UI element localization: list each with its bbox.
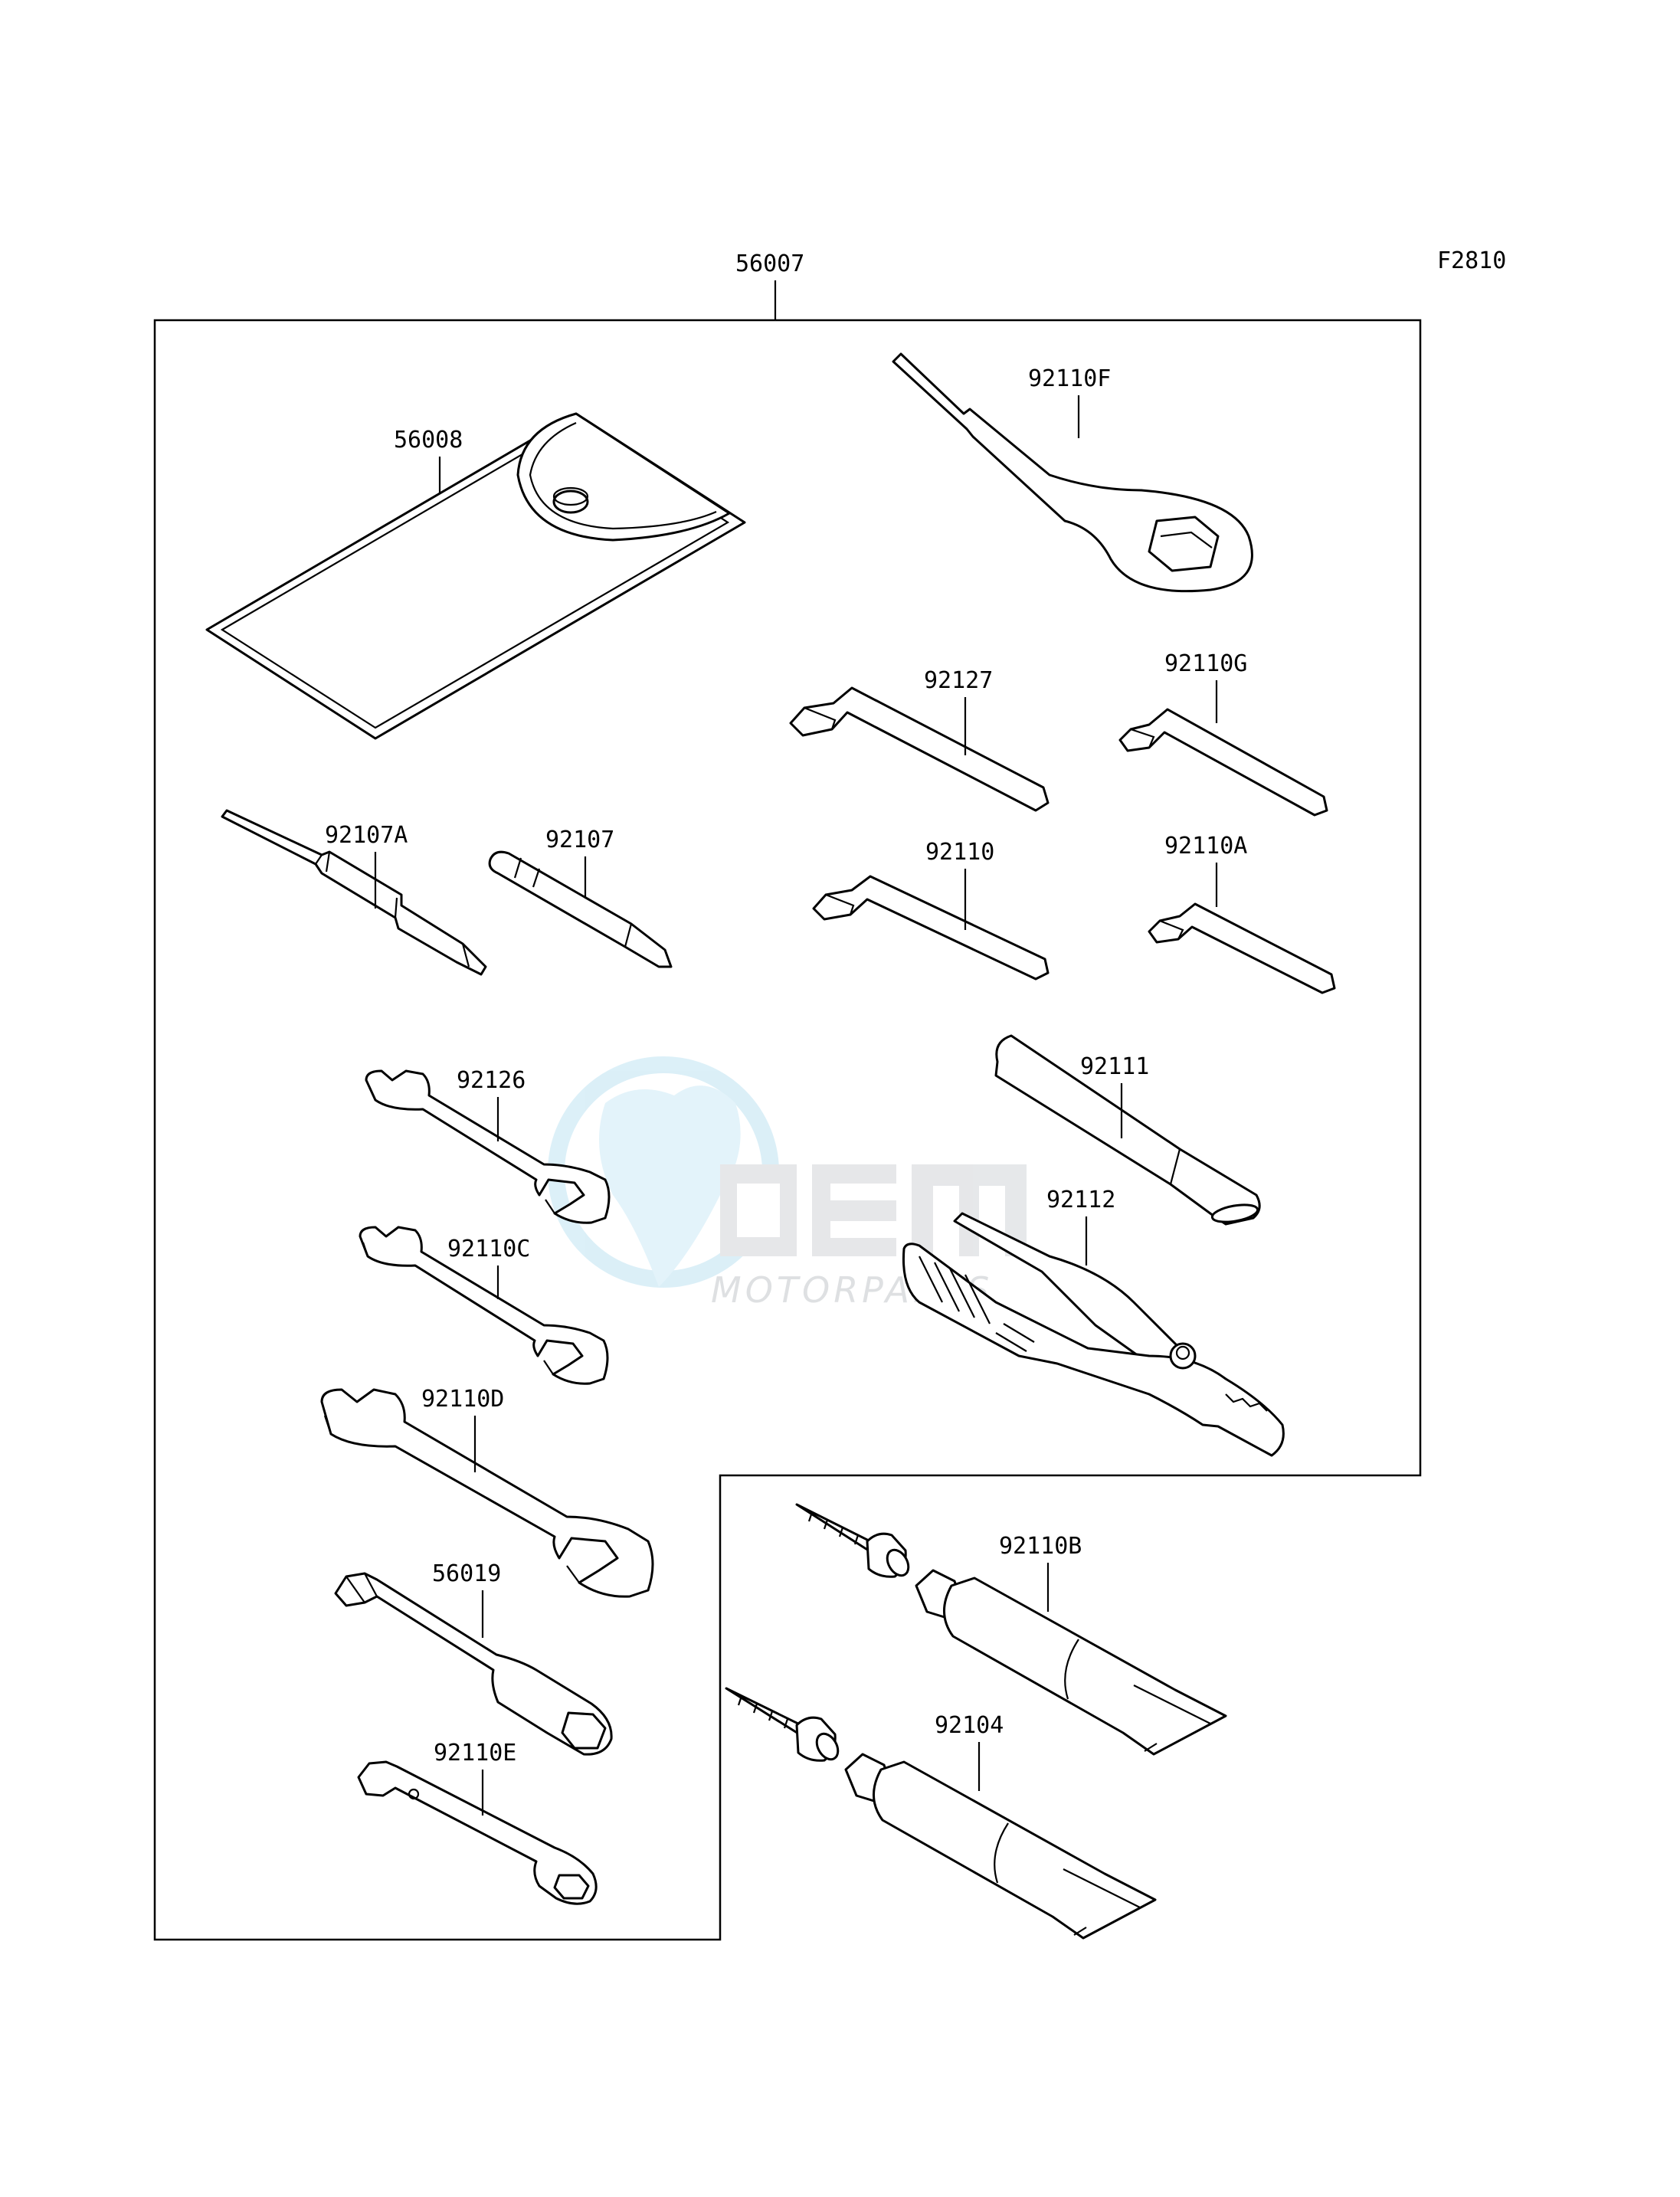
part-92110A-hex-key [1148, 902, 1336, 994]
label-92112: 92112 [1046, 1187, 1115, 1213]
label-92111: 92111 [1080, 1053, 1149, 1080]
label-92107A: 92107A [325, 822, 408, 849]
part-92126-open-wrench [365, 1069, 611, 1224]
part-56019-grease-tube [795, 1503, 1227, 1756]
part-92107-screwdriver-bit [488, 850, 673, 968]
label-92107: 92107 [545, 827, 614, 853]
label-92110D: 92110D [421, 1386, 504, 1413]
label-92104: 92104 [935, 1712, 1004, 1739]
label-92110A: 92110A [1164, 833, 1247, 859]
part-92107A-screwdriver-bit [221, 809, 487, 976]
part-92110C-open-wrench [359, 1226, 609, 1385]
label-92110B: 56019 [432, 1560, 501, 1587]
kit-label: 56007 [735, 250, 804, 277]
label-92110: 92110 [925, 839, 994, 866]
part-92110G-hex-key [1118, 708, 1328, 817]
part-92104-grease-tube [725, 1687, 1157, 1940]
label-92110E: 92110E [434, 1740, 516, 1766]
part-56008-tool-pouch [205, 412, 746, 740]
label-56019: 92110B [999, 1533, 1082, 1560]
label-92127: 92127 [924, 667, 993, 694]
label-92126: 92126 [457, 1067, 526, 1094]
part-92127-hex-key [789, 686, 1050, 812]
part-92110-hex-key [812, 875, 1050, 981]
part-92111-tommy-bar [994, 1034, 1261, 1226]
part-92112-pliers [902, 1212, 1285, 1457]
figure-code: F2810 [1437, 247, 1506, 274]
label-92110F: 92110F [1028, 365, 1111, 392]
label-92110G: 92110G [1164, 650, 1247, 677]
part-92110E-box-spanner [357, 1760, 598, 1905]
part-92110F-box-wrench [892, 352, 1253, 593]
kit-boundary [153, 319, 1422, 1941]
label-56008: 56008 [394, 427, 463, 453]
part-92110D-open-wrench [320, 1388, 654, 1598]
label-92110C: 92110C [447, 1236, 530, 1262]
part-92110B-box-spanner [334, 1572, 613, 1756]
